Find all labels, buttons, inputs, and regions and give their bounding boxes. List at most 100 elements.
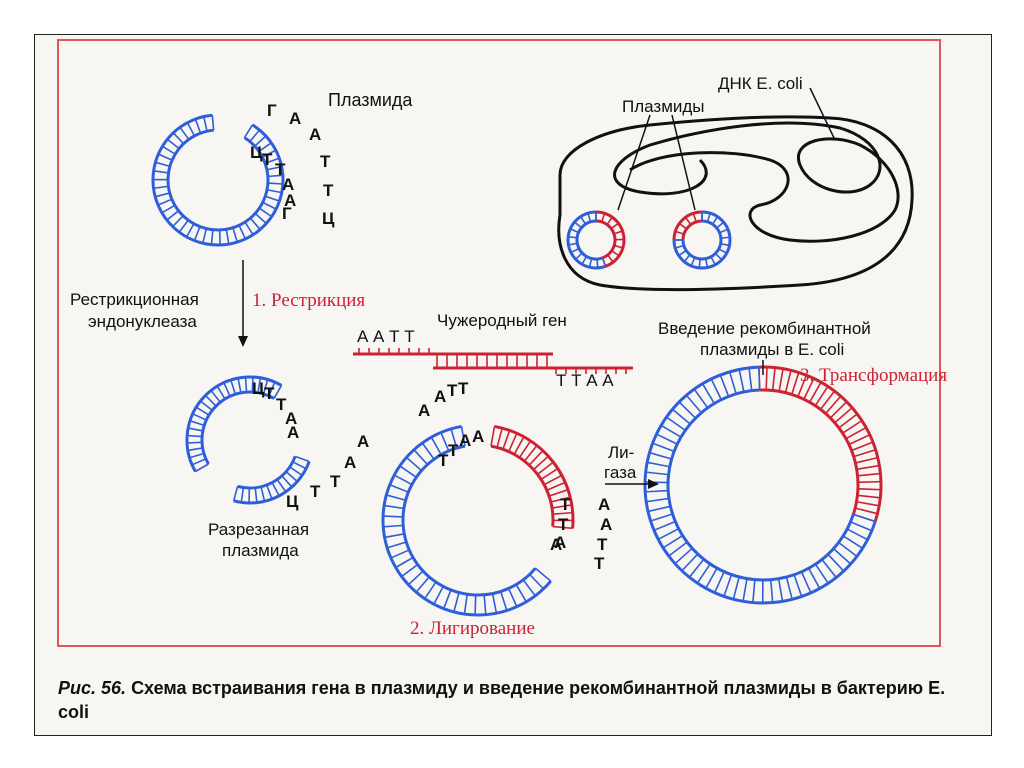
final-blue-rung [814,563,829,584]
cut-plasmid-rung [292,461,307,470]
cut-plasmid-rung [232,486,239,502]
final-blue-rung [713,571,725,593]
cut-seq-end1: А [287,423,299,442]
final-blue-rung [656,433,678,445]
cut-plasmid-rung [230,379,237,395]
final-red-rung [857,494,881,499]
final-red-rung [819,390,836,410]
cut-seq-end1: Ц [252,379,265,398]
lig-seq-right-inner: Т [560,495,571,514]
cut-plasmid-rung [254,487,258,503]
final-red-rung [791,372,800,395]
ligated-red-rung [533,455,549,471]
ecoli-plasmid2-blue-rung [706,212,711,223]
ligated-red-rung [537,461,554,475]
ligated-red-rung [502,430,511,450]
ligated-blue-rung [433,586,444,605]
final-blue-rung [660,424,682,438]
ecoli-plasmid2-red-rung [692,213,697,223]
ligated-blue-rung [440,432,450,452]
top-plasmid-rung [249,217,261,231]
top-seq-outer: А [309,125,321,144]
ecoli-plasmid2-blue-rung [720,242,730,247]
top-plasmid-rung [232,227,239,243]
ligated-red-rung [540,467,559,481]
lig-seq-top-inner: Т [438,451,449,470]
pointer-line [617,114,651,211]
top-seq-outer: Г [267,101,277,120]
ecoli-plasmid1-blue-strand [575,219,604,261]
final-blue-rung [666,416,686,432]
cut-seq-end1: Т [276,395,287,414]
ecoli-plasmid1-blue-rung [570,247,580,254]
final-blue-rung [678,401,697,419]
step-restriction: 1. Рестрикция [252,290,365,311]
ligated-red-rung [528,450,544,466]
arrow-down-head [238,336,248,347]
top-seq-inner: Т [262,150,273,169]
ecoli-plasmid1-blue-rung [568,242,578,246]
ecoli-dna-label: ДНК E. coli [718,74,803,93]
cut-plasmid-rung [187,441,203,444]
ligated-red-rung [551,504,572,509]
top-plasmid-rung [238,224,247,240]
cut-plasmid-rung [268,381,276,397]
ligated-blue-rung [405,456,423,472]
cut-plasmid-rung [260,486,266,502]
cut-plasmid-strand [237,455,297,490]
ecoli-plasmid1-blue-rung [596,258,599,268]
ligated-blue-rung [386,494,406,501]
top-plasmid-rung [172,132,185,145]
top-plasmid-rung [161,204,176,214]
final-blue-rung [833,548,852,565]
top-seq-inner: Ц [250,143,263,162]
final-blue-rung [723,574,733,597]
top-plasmid-rung [185,223,195,238]
final-red-rung [856,500,880,507]
final-red-rung [814,385,829,407]
ecoli-plasmid1-red-strand [595,219,617,260]
lig-seq-right-inner: Т [558,515,569,534]
ligated-blue-rung [421,442,435,460]
top-plasmid-rung [262,149,277,158]
cut-plasmid-strand [200,390,275,465]
final-blue-rung [653,520,676,532]
intro-label-1: Введение рекомбинантной [658,319,871,338]
top-plasmid-rung [244,221,254,236]
final-blue-rung [748,367,753,391]
final-red-rung [857,480,881,484]
ligated-red-rung [552,511,573,515]
ligated-red-rung [523,444,538,462]
top-seq-outer: Т [323,181,334,200]
top-plasmid-rung [193,226,201,241]
cut-seq-end2: Т [310,482,321,501]
ligated-blue-rung [522,579,536,597]
top-plasmid-rung [243,124,254,139]
final-blue-rung [693,388,709,409]
ecoli-dna [613,121,900,243]
ecoli-plasmid2-red-strand [672,210,703,241]
ligated-blue-rung [499,591,508,611]
ligated-blue-rung [453,592,460,613]
plasmid-title: Плазмида [328,90,413,110]
ecoli-plasmid2-red-strand [681,219,703,241]
step-ligation: 2. Лигирование [410,618,535,639]
final-blue-rung [657,527,680,540]
cut-seq-end2: А [357,432,369,451]
top-seq-inner: Т [275,160,286,179]
arrow-right-head [648,479,659,489]
top-plasmid-rung [202,116,208,132]
figure-frame [34,34,992,736]
final-blue-rung [850,521,873,532]
ecoli-plasmid1-red-rung [606,216,613,226]
final-blue-rung [793,574,803,597]
final-red-rung [854,507,878,515]
final-blue-rung [758,367,761,391]
ecoli-plasmid1-red-rung [601,213,606,223]
ligated-blue-rung [393,474,413,486]
lig-seq-right-outer: А [600,515,612,534]
gene-left-end: А А Т Т [357,327,415,346]
final-blue-rung [719,374,730,397]
top-plasmid-rung [258,207,273,218]
